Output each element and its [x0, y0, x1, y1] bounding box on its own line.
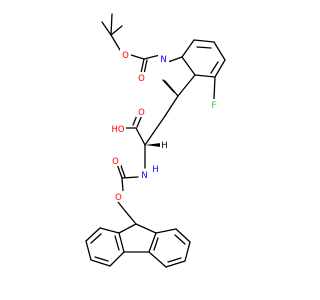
bond — [130, 54, 145, 60]
atom-labels: O O N F O HO H H N O O — [110, 49, 219, 203]
atom-n-amide: N — [141, 171, 147, 181]
bond — [109, 251, 125, 267]
bond — [162, 79, 175, 93]
atom-o-fmoc-ether: O — [115, 193, 122, 203]
bond — [213, 76, 216, 100]
bond — [175, 228, 191, 243]
bond — [85, 227, 101, 242]
atom-o-boc-ether: O — [122, 51, 129, 61]
molecule-canvas: O O N F O HO H H N O O — [85, 13, 226, 268]
atom-o-fmoc-carbonyl: O — [112, 157, 119, 167]
bond — [99, 227, 120, 234]
bond — [148, 232, 157, 253]
bond — [94, 256, 109, 262]
bond — [118, 223, 137, 234]
bond — [101, 21, 112, 36]
bond — [125, 211, 137, 225]
bond — [90, 233, 102, 244]
bond — [118, 232, 125, 253]
bond — [177, 74, 196, 97]
bond — [140, 58, 145, 74]
bond — [143, 54, 161, 60]
bond — [194, 74, 216, 78]
bond — [117, 201, 127, 213]
atom-o-boc-carbonyl: O — [138, 74, 145, 84]
bond — [196, 46, 212, 49]
bond — [143, 59, 148, 75]
bond — [110, 13, 113, 36]
atom-o-acid-carbonyl: O — [138, 108, 145, 118]
fluorene-ring — [85, 223, 191, 268]
bond — [164, 95, 179, 117]
amino-acid-backbone — [124, 95, 179, 169]
bond — [144, 115, 166, 146]
bond — [114, 235, 120, 251]
bond — [153, 237, 159, 251]
bond — [213, 41, 226, 61]
bond — [135, 127, 146, 146]
bond — [174, 234, 186, 245]
boc-carbamate — [130, 54, 161, 75]
bond — [167, 56, 183, 63]
bond — [110, 34, 121, 51]
bond — [167, 257, 182, 263]
indole-ring — [162, 39, 226, 100]
atom-h-amide: H — [152, 165, 158, 175]
bond — [148, 251, 167, 268]
bond — [193, 39, 215, 43]
bond — [121, 176, 139, 179]
bond — [90, 259, 111, 267]
bond — [116, 163, 123, 179]
bond — [214, 59, 226, 78]
bond — [135, 223, 157, 234]
tert-butyl-group — [101, 13, 123, 51]
bond — [181, 56, 196, 76]
bond — [181, 39, 195, 58]
atom-oh-acid: HO — [111, 125, 124, 135]
atom-n-indole: N — [160, 55, 166, 65]
bond — [210, 61, 219, 74]
bond — [184, 241, 191, 262]
atom-fluorine: F — [212, 101, 217, 111]
structure-diagram: O O N F O HO H H N O O — [85, 13, 226, 268]
atom-h-stereo: H — [161, 141, 167, 151]
bond — [85, 240, 92, 261]
stereo-wedge — [145, 143, 161, 147]
bond — [110, 25, 123, 36]
bond — [165, 260, 186, 268]
bond — [155, 228, 177, 234]
bond — [121, 177, 124, 192]
